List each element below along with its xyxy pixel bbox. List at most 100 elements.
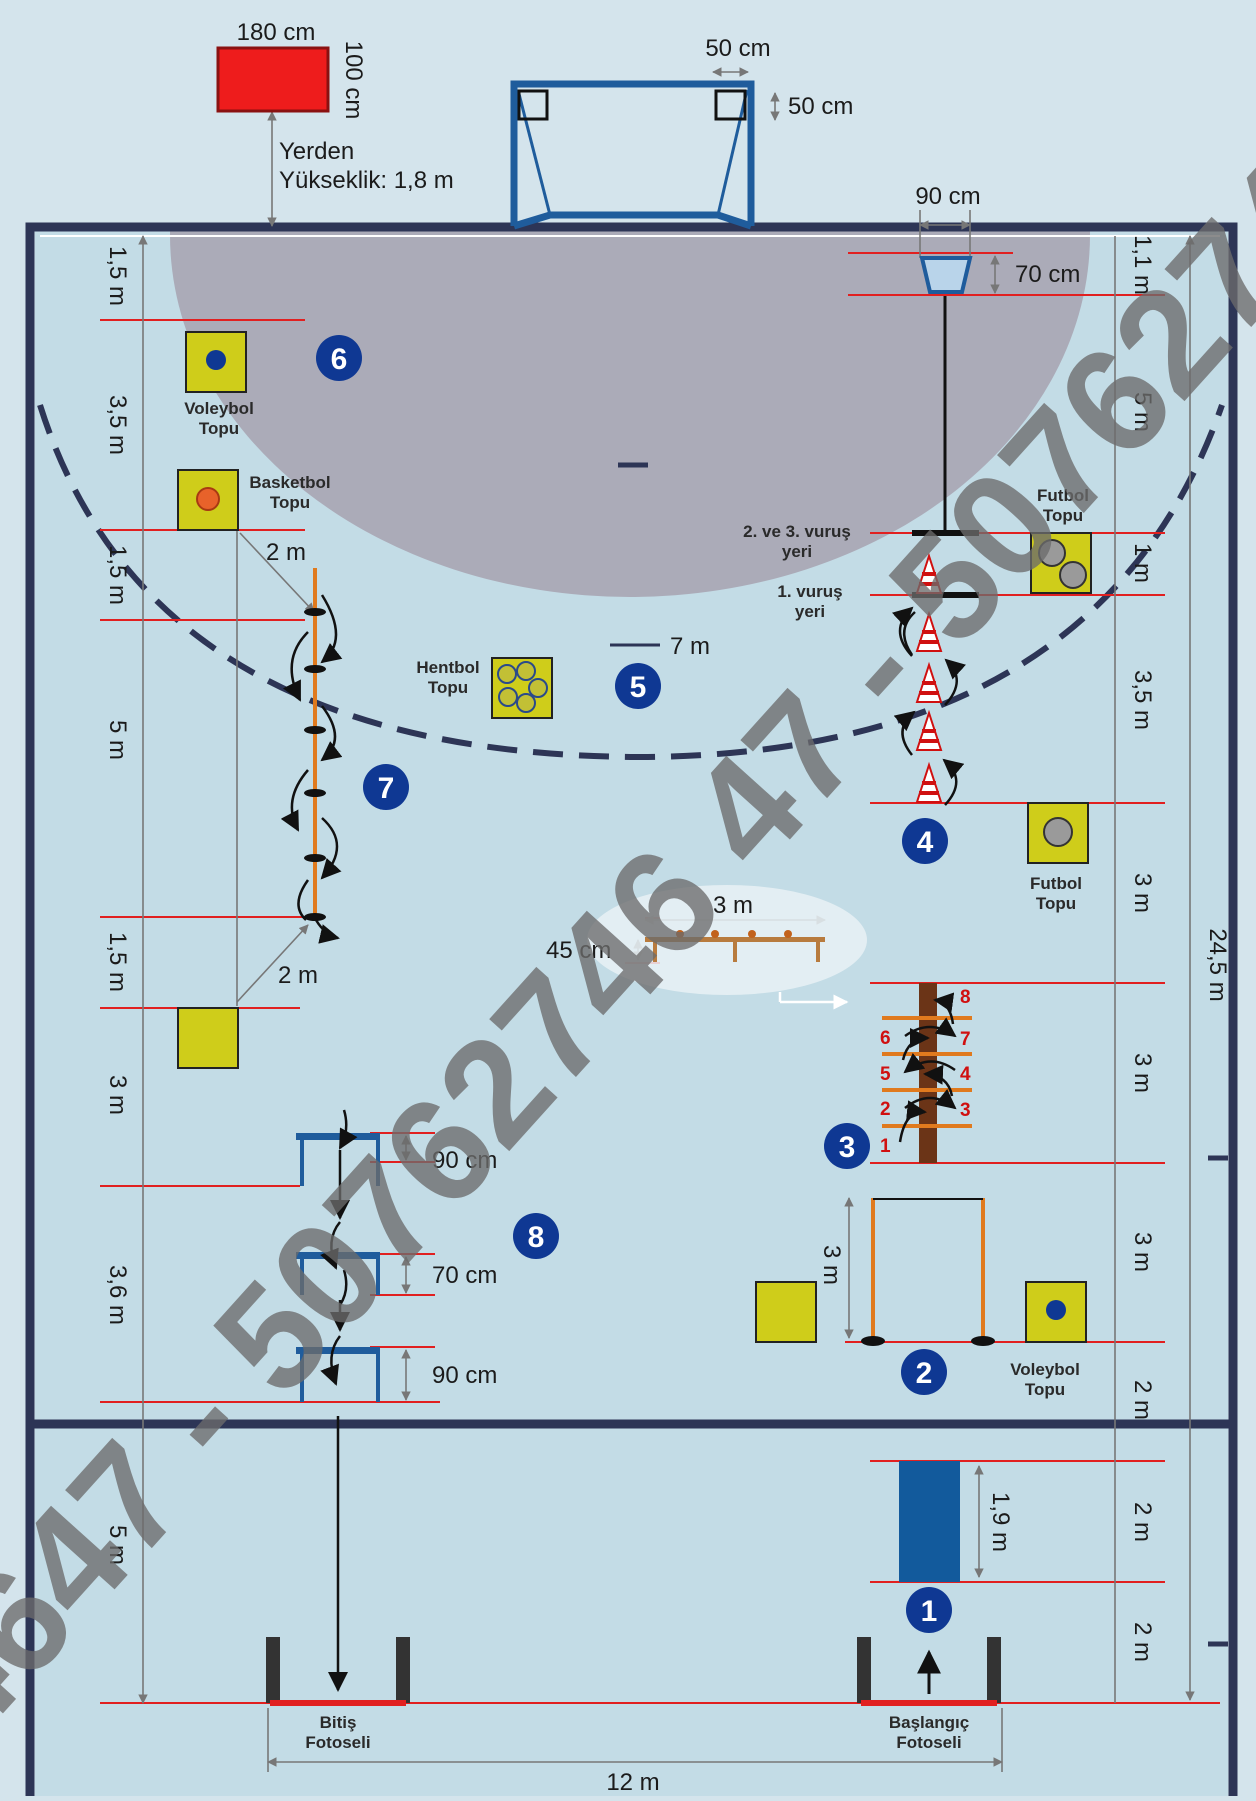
bench-height-label: 45 cm bbox=[546, 937, 611, 964]
goal-target-width-label: 50 cm bbox=[705, 35, 770, 62]
football-top-label-1: Futbol bbox=[1037, 486, 1089, 505]
shot-2-3-label-1: 2. ve 3. vuruş bbox=[743, 522, 851, 541]
high-bar-poles bbox=[871, 1198, 985, 1338]
volleyball-label-1: Voleybol bbox=[184, 399, 254, 418]
station-badge-4: 4 bbox=[902, 818, 948, 864]
football-icon bbox=[1059, 561, 1087, 589]
ladder-path bbox=[898, 992, 957, 1143]
cone bbox=[915, 709, 943, 751]
left-dim-6: 3 m bbox=[104, 1075, 131, 1115]
jump-mat bbox=[899, 1461, 960, 1582]
right-dim-3: 1 m bbox=[1129, 543, 1156, 583]
basket-target bbox=[919, 256, 973, 294]
station-number: 8 bbox=[528, 1221, 545, 1254]
left-dim-3: 1,5 m bbox=[104, 545, 131, 605]
right-dim-6: 3 m bbox=[1129, 1053, 1156, 1093]
ladder-step-4: 4 bbox=[960, 1064, 971, 1085]
cone bbox=[915, 610, 943, 652]
cone bbox=[915, 661, 943, 703]
left-dim-5: 1,5 m bbox=[104, 932, 131, 992]
bench-length-label: 3 m bbox=[713, 892, 753, 919]
finish-label-2: Fotoseli bbox=[305, 1733, 370, 1752]
diag-2m-top: 2 m bbox=[266, 539, 306, 566]
slalom-disc bbox=[304, 913, 326, 921]
football-icon bbox=[1038, 539, 1066, 567]
bench-legs bbox=[653, 942, 820, 962]
slalom-markers bbox=[280, 594, 343, 944]
sign-elevation-line1: Yerden bbox=[279, 138, 354, 165]
bench-dots bbox=[676, 930, 792, 938]
left-dim-8: 5 m bbox=[104, 1525, 131, 1565]
shot-line-1 bbox=[912, 592, 979, 598]
shot-line-2-3 bbox=[912, 530, 979, 536]
cone bbox=[915, 761, 943, 803]
left-dim-2: 3,5 m bbox=[104, 395, 131, 455]
sign-elevation-line2: Yükseklik: 1,8 m bbox=[279, 167, 454, 194]
station-badge-7: 7 bbox=[363, 764, 409, 810]
hurdle-3-label: 90 cm bbox=[432, 1362, 497, 1389]
volleyball-label-2: Topu bbox=[199, 419, 239, 438]
basket-width-label: 90 cm bbox=[915, 183, 980, 210]
station-number: 3 bbox=[839, 1131, 856, 1164]
right-dim-5: 3 m bbox=[1129, 873, 1156, 913]
court-border bbox=[25, 222, 1238, 1801]
football-mid-label-2: Topu bbox=[1036, 894, 1076, 913]
total-width-label: 12 m bbox=[606, 1769, 659, 1796]
total-length-label: 24,5 m bbox=[1204, 928, 1231, 1001]
basketball-label-1: Basketbol bbox=[249, 473, 330, 492]
goal-target-height-label: 50 cm bbox=[788, 93, 853, 120]
right-dim-4: 3,5 m bbox=[1129, 670, 1156, 730]
station-badge-3: 3 bbox=[824, 1123, 870, 1169]
left-dim-7: 3,6 m bbox=[104, 1265, 131, 1325]
station-number: 1 bbox=[921, 1595, 938, 1628]
slalom-disc bbox=[304, 854, 326, 862]
basketball-icon bbox=[196, 487, 220, 511]
station-badge-8: 8 bbox=[513, 1213, 559, 1259]
dimension-lines bbox=[138, 67, 1195, 1772]
station-badge-6: 6 bbox=[316, 335, 362, 381]
finish-label-1: Bitiş bbox=[320, 1713, 357, 1732]
handball-icons bbox=[497, 661, 548, 713]
bench-top bbox=[645, 937, 825, 942]
sign-width-label: 180 cm bbox=[237, 19, 316, 46]
empty-box-left bbox=[177, 1007, 239, 1069]
right-dim-7: 3 m bbox=[1129, 1232, 1156, 1272]
football-mid-label-1: Futbol bbox=[1030, 874, 1082, 893]
pole-base bbox=[971, 1336, 995, 1346]
ladder-step-8: 8 bbox=[960, 987, 971, 1008]
station-number: 4 bbox=[917, 826, 934, 859]
slalom-disc bbox=[304, 789, 326, 797]
right-dim-10: 2 m bbox=[1129, 1622, 1156, 1662]
ladder-step-1: 1 bbox=[880, 1136, 891, 1157]
ladder-step-6: 6 bbox=[880, 1028, 891, 1049]
photocells bbox=[266, 1637, 1001, 1706]
ladder-step-2: 2 bbox=[880, 1099, 891, 1120]
ladder-step-7: 7 bbox=[960, 1029, 971, 1050]
station-number: 7 bbox=[378, 772, 395, 805]
volleyball-box-top bbox=[185, 331, 247, 393]
station-badge-1: 1 bbox=[906, 1587, 952, 1633]
wall-target-sign bbox=[216, 46, 330, 113]
goal-target-right bbox=[714, 89, 747, 121]
start-label-1: Başlangıç bbox=[889, 1713, 969, 1732]
ladder-step-3: 3 bbox=[960, 1100, 971, 1121]
goal-target-left bbox=[517, 89, 549, 121]
football-icon bbox=[1043, 817, 1073, 847]
left-dim-1: 1,5 m bbox=[104, 246, 131, 306]
left-dim-4: 5 m bbox=[104, 720, 131, 760]
volleyball-icon bbox=[206, 350, 226, 370]
free-throw-arc bbox=[37, 404, 1225, 761]
volleyball-bottom-label-2: Topu bbox=[1025, 1380, 1065, 1399]
right-dim-2: 5 m bbox=[1129, 392, 1156, 432]
cone-slalom bbox=[891, 552, 967, 806]
hurdle-1-label: 90 cm bbox=[432, 1147, 497, 1174]
cone bbox=[915, 552, 943, 594]
diag-2m-bottom: 2 m bbox=[278, 962, 318, 989]
pole-base bbox=[861, 1336, 885, 1346]
pole-height-label: 3 m bbox=[818, 1245, 845, 1285]
goal-net-lines bbox=[516, 89, 749, 216]
shot-1-label-1: 1. vuruş bbox=[777, 582, 842, 601]
